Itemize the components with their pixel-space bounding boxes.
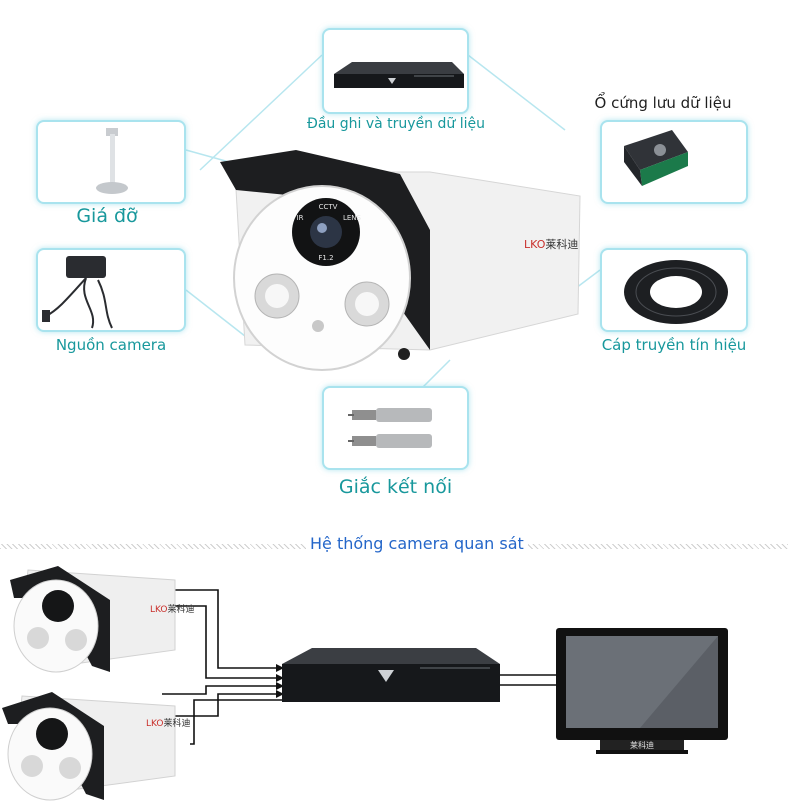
camera-brand-logo: LKO莱科迪 [524,236,578,252]
hdd-icon [624,130,688,186]
dvr-label: Đầu ghi và truyền dữ liệu [307,116,485,132]
camera-1-brand-logo: LKO [150,605,168,615]
connector-box [322,386,469,470]
bracket-label: Giá đỡ [76,205,138,227]
hdd-label: Ổ cứng lưu dữ liệu [594,94,732,112]
camera-2-brand: LKO莱科迪 [146,716,191,729]
power-label: Nguồn camera [55,336,167,354]
bracket-box [36,120,186,204]
cable-coil-icon [624,260,728,324]
lens-text-cctv: CCTV [318,203,338,211]
camera-2-icon [2,692,176,801]
camera-1-brand: LKO莱科迪 [150,602,195,615]
camera-1-brand-chinese: 莱科迪 [167,605,195,615]
lens-text-f: F1.2 [318,254,334,262]
lens-text-lens: LENS [342,214,361,222]
dvr-box [322,28,469,114]
cable-label: Cáp truyền tín hiệu [601,336,747,354]
brand-logo-text: LKO [524,238,546,251]
camera-2-brand-logo: LKO [146,719,164,729]
connector-label: Giắc kết nối [338,476,453,498]
brand-chinese-text: 莱科迪 [545,238,579,251]
power-box [36,248,186,332]
bnc-connector-icon [348,408,432,448]
camera-2-brand-chinese: 莱科迪 [163,719,191,729]
hdd-box [600,120,748,204]
dvr-icon [334,62,464,88]
power-adapter-icon [42,256,113,329]
lens-text-ir: IR [296,214,304,222]
cable-box [600,248,748,332]
monitor-icon [556,628,728,754]
section-title: Hệ thống camera quan sát [306,534,528,553]
bracket-icon [96,128,128,194]
camera-1-icon [10,566,176,673]
dvr-unit-icon [282,648,500,702]
monitor-brand: 莱科迪 [630,741,654,750]
